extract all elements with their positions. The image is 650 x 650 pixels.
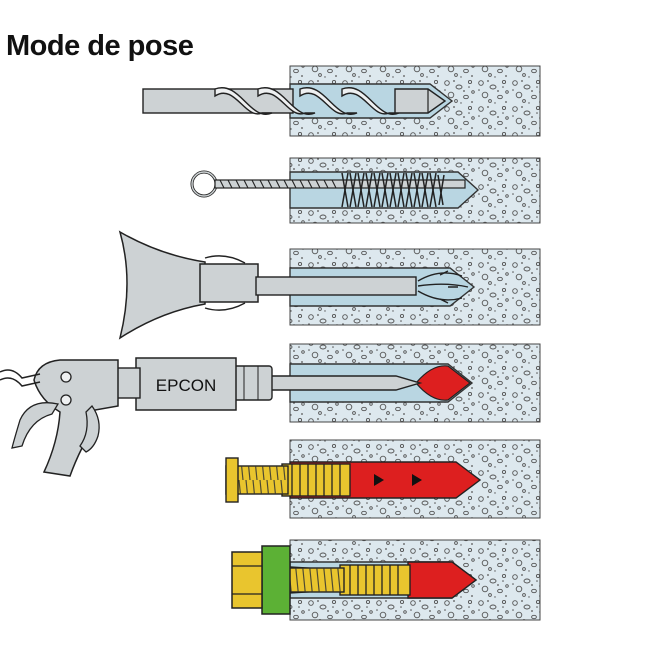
brush-wire	[214, 179, 466, 189]
brush-bristles	[341, 172, 445, 208]
nozzle-nut	[231, 365, 273, 401]
insert-arrow	[412, 474, 422, 486]
blower-tube	[255, 276, 417, 296]
gun-rod	[0, 369, 41, 387]
blower-bulb	[118, 230, 206, 340]
gun-body	[33, 359, 119, 477]
blower-collar	[199, 263, 259, 303]
drill-hole	[289, 171, 480, 209]
hex-nut	[231, 551, 263, 609]
gun-lever	[11, 402, 60, 449]
rod-head	[225, 457, 239, 503]
step-drill	[142, 65, 541, 137]
step-tighten-nut	[231, 539, 541, 621]
brush-twist	[219, 179, 337, 189]
page-title: Mode de pose	[6, 30, 194, 62]
step-insert-anchor	[225, 439, 541, 519]
drill-flutes	[214, 87, 400, 115]
drill-tip	[394, 88, 447, 114]
insert-arrow	[374, 474, 384, 486]
air-jets	[417, 270, 469, 304]
sleeve-ribs	[349, 565, 399, 595]
step-brush	[190, 157, 541, 224]
washer-plate	[261, 545, 291, 615]
resin-fill	[415, 365, 471, 401]
cartridge-label: EPCON	[156, 376, 216, 395]
gun-pivot	[60, 371, 72, 383]
sleeve-ribs	[291, 464, 341, 496]
step-blow-out	[118, 230, 541, 340]
gun-trigger	[79, 404, 100, 453]
cartridge-cap	[115, 367, 141, 399]
mixer-nozzle	[267, 375, 423, 391]
step-inject: EPCON	[0, 343, 541, 477]
